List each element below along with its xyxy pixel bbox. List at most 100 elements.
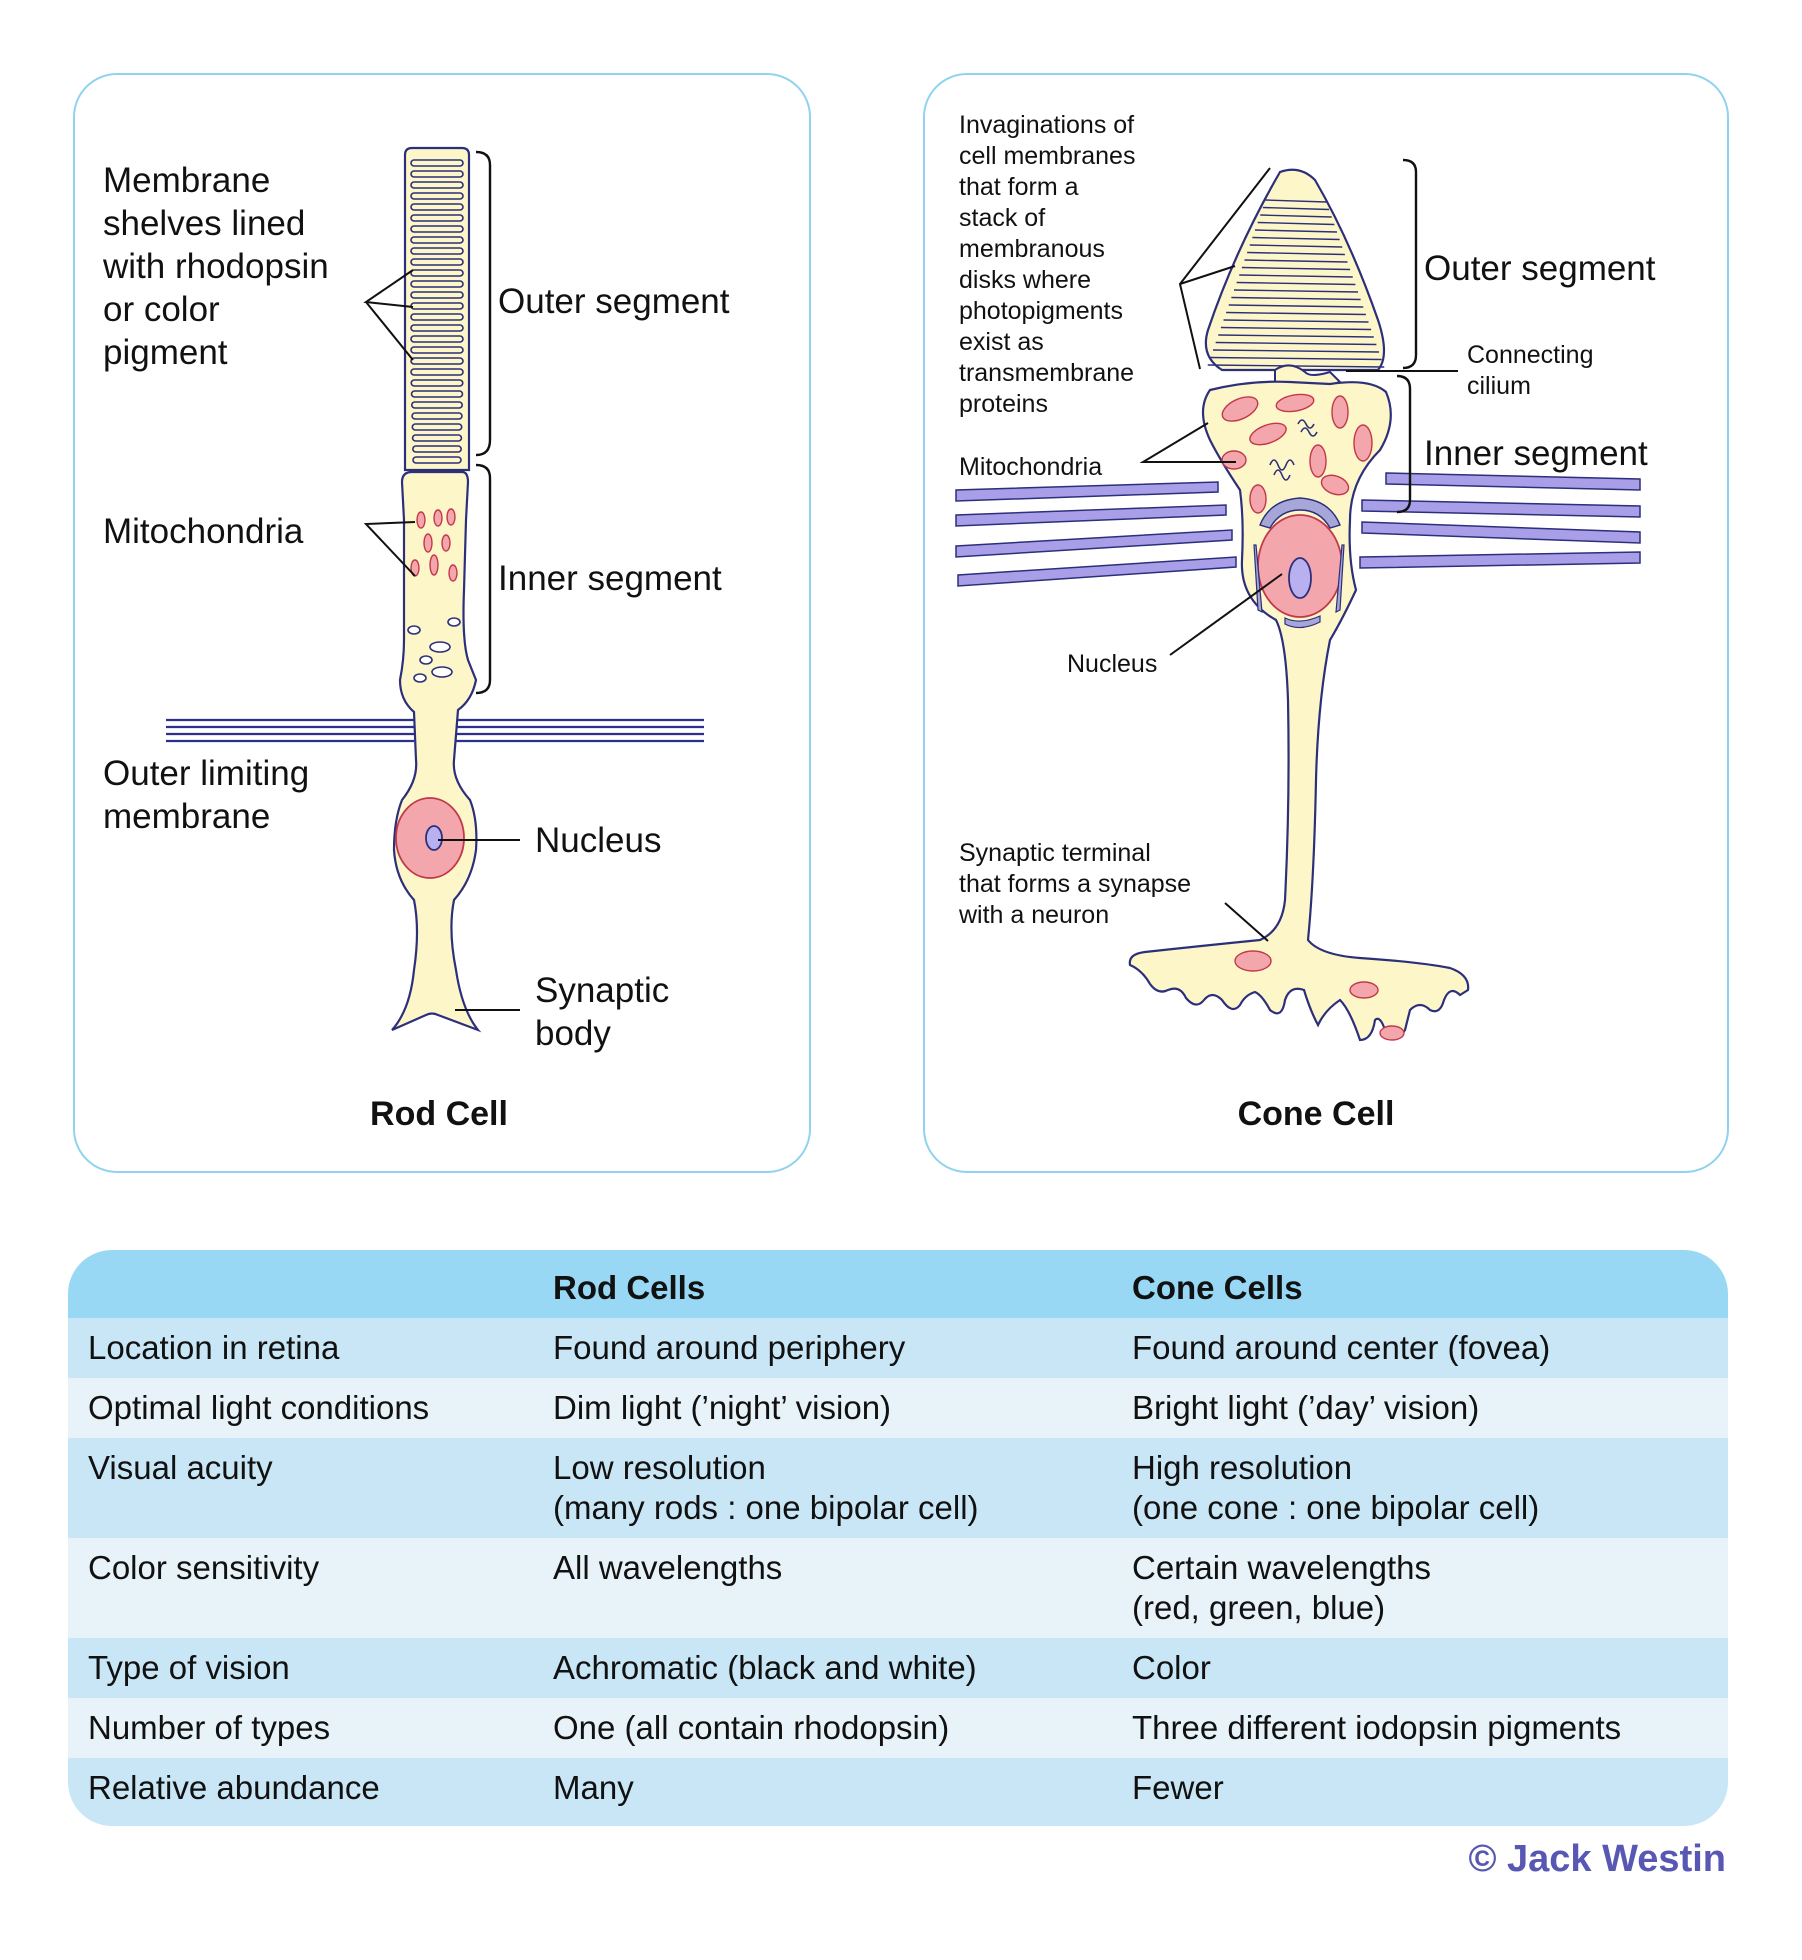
comparison-table: Rod Cells Cone Cells Location in retina … xyxy=(68,1250,1728,1826)
membranous-disk xyxy=(1220,326,1372,331)
cone-value: High resolution (one cone : one bipolar … xyxy=(1132,1449,1540,1526)
membrane-shelf xyxy=(410,313,464,321)
membrane-shelf xyxy=(410,335,464,343)
cone-inner-segment-brace xyxy=(1396,374,1412,514)
row-label: Location in retina xyxy=(88,1329,340,1366)
cell-diagrams: Membrane shelves lined with rhodopsin or… xyxy=(102,111,1656,1133)
membrane-shelf xyxy=(410,225,464,233)
membranous-disk xyxy=(1239,274,1353,278)
membrane-shelf xyxy=(410,181,464,189)
rod-inner-segment-brace xyxy=(475,463,492,695)
membranous-disk xyxy=(1244,259,1348,263)
membrane-shelf xyxy=(410,269,464,277)
row-label: Relative abundance xyxy=(88,1769,380,1806)
rod-label-nucleus: Nucleus xyxy=(535,821,661,860)
cone-value: Three different iodopsin pigments xyxy=(1132,1709,1622,1746)
cone-label-invaginations: Invaginations of cell membranes that for… xyxy=(959,111,1142,418)
row-label: Number of types xyxy=(88,1709,331,1746)
membranous-disk xyxy=(1233,289,1359,293)
membrane-shelf xyxy=(410,401,464,409)
copyright-notice: © Jack Westin xyxy=(1468,1838,1726,1880)
membranous-disk xyxy=(1247,251,1345,256)
rod-label-mitochondria: Mitochondria xyxy=(103,512,304,551)
membrane-shelf xyxy=(410,170,464,178)
membrane-shelf xyxy=(410,390,464,398)
cone-value: Bright light (’day’ vision) xyxy=(1132,1389,1480,1426)
cone-outer-segment xyxy=(1204,168,1386,372)
rod-inner-segment-body xyxy=(391,470,482,1033)
membrane-shelf xyxy=(410,203,464,211)
cone-nuclear-envelope xyxy=(1259,497,1341,529)
rod-label-synaptic-body: Synaptic body xyxy=(535,971,679,1053)
cone-value: Found around center (fovea) xyxy=(1132,1329,1551,1366)
membrane-shelf xyxy=(412,445,462,453)
rod-outer-limiting-membrane xyxy=(166,718,704,743)
membranous-disk xyxy=(1265,199,1327,203)
cone-outer-segment-brace xyxy=(1402,158,1418,370)
cone-golgi xyxy=(1269,419,1318,481)
rod-value: Low resolution (many rods : one bipolar … xyxy=(553,1449,979,1526)
membrane-shelf xyxy=(410,247,464,255)
table-row: Type of vision Achromatic (black and whi… xyxy=(68,1638,1728,1698)
rod-value: Found around periphery xyxy=(553,1329,906,1366)
rod-vesicles xyxy=(407,617,461,683)
cone-label-nucleus: Nucleus xyxy=(1067,650,1157,678)
cone-label-outer-segment: Outer segment xyxy=(1424,249,1656,288)
cone-value: Fewer xyxy=(1132,1769,1224,1806)
membranous-disk xyxy=(1236,281,1356,286)
membrane-shelf xyxy=(411,423,463,431)
membrane-shelf xyxy=(410,346,464,354)
table-header-cell xyxy=(68,1250,533,1318)
rod-value: Many xyxy=(553,1769,634,1806)
membrane-shelf xyxy=(410,192,464,200)
membrane-shelf xyxy=(412,456,462,464)
row-label: Optimal light conditions xyxy=(88,1389,430,1426)
cone-label-connecting-cilium: Connecting cilium xyxy=(1467,341,1600,400)
membranous-disk xyxy=(1254,229,1338,233)
table-row: Optimal light conditions Dim light (’nig… xyxy=(68,1378,1728,1438)
membranous-disk xyxy=(1257,221,1335,226)
cone-label-mitochondria: Mitochondria xyxy=(959,453,1102,481)
rod-label-inner-segment: Inner segment xyxy=(498,559,722,598)
table-header-row: Rod Cells Cone Cells xyxy=(68,1250,1728,1318)
rod-outer-segment-brace xyxy=(475,150,492,457)
rod-value: Dim light (’night’ vision) xyxy=(553,1389,892,1426)
table-row: Visual acuity Low resolution (many rods … xyxy=(68,1438,1728,1538)
rod-label-membrane-shelves: Membrane shelves lined with rhodopsin or… xyxy=(102,161,338,372)
rod-value: All wavelengths xyxy=(553,1549,783,1586)
rod-nucleolus xyxy=(425,825,443,851)
membranous-disk xyxy=(1260,214,1332,218)
membranous-disk xyxy=(1212,349,1380,353)
membrane-shelf xyxy=(410,291,464,299)
table-header-rod: Rod Cells xyxy=(553,1269,706,1306)
membranous-disk xyxy=(1241,266,1351,271)
cone-membrane-disks xyxy=(1207,199,1385,368)
table-row: Color sensitivity All wavelengths Certai… xyxy=(68,1538,1728,1638)
membranous-disk xyxy=(1218,334,1374,338)
membranous-disk xyxy=(1249,244,1343,248)
membranous-disk xyxy=(1228,304,1364,308)
membranous-disk xyxy=(1215,341,1377,346)
membranous-disk xyxy=(1226,311,1366,316)
membranous-disk xyxy=(1223,319,1369,323)
membrane-shelf xyxy=(410,324,464,332)
table-header-cone: Cone Cells xyxy=(1132,1269,1303,1306)
membrane-shelf xyxy=(410,302,464,310)
membrane-shelf xyxy=(411,434,463,442)
membranous-disk xyxy=(1231,296,1361,301)
membrane-shelf xyxy=(410,258,464,266)
rod-cell-illustration: Membrane shelves lined with rhodopsin or… xyxy=(102,146,730,1133)
rod-cell-title: Rod Cell xyxy=(370,1095,508,1133)
membrane-shelf xyxy=(410,214,464,222)
table-row: Location in retina Found around peripher… xyxy=(68,1318,1728,1378)
table-row: Relative abundance Many Fewer xyxy=(68,1758,1728,1826)
membrane-shelf xyxy=(410,357,464,365)
table-row: Number of types One (all contain rhodops… xyxy=(68,1698,1728,1758)
rod-label-outer-segment: Outer segment xyxy=(498,282,730,321)
row-label: Color sensitivity xyxy=(88,1549,320,1586)
row-label: Type of vision xyxy=(88,1649,290,1686)
membranous-disk xyxy=(1252,236,1340,241)
cone-value: Certain wavelengths (red, green, blue) xyxy=(1132,1549,1431,1626)
cone-cell-title: Cone Cell xyxy=(1238,1095,1395,1133)
cone-nucleolus xyxy=(1288,557,1312,599)
